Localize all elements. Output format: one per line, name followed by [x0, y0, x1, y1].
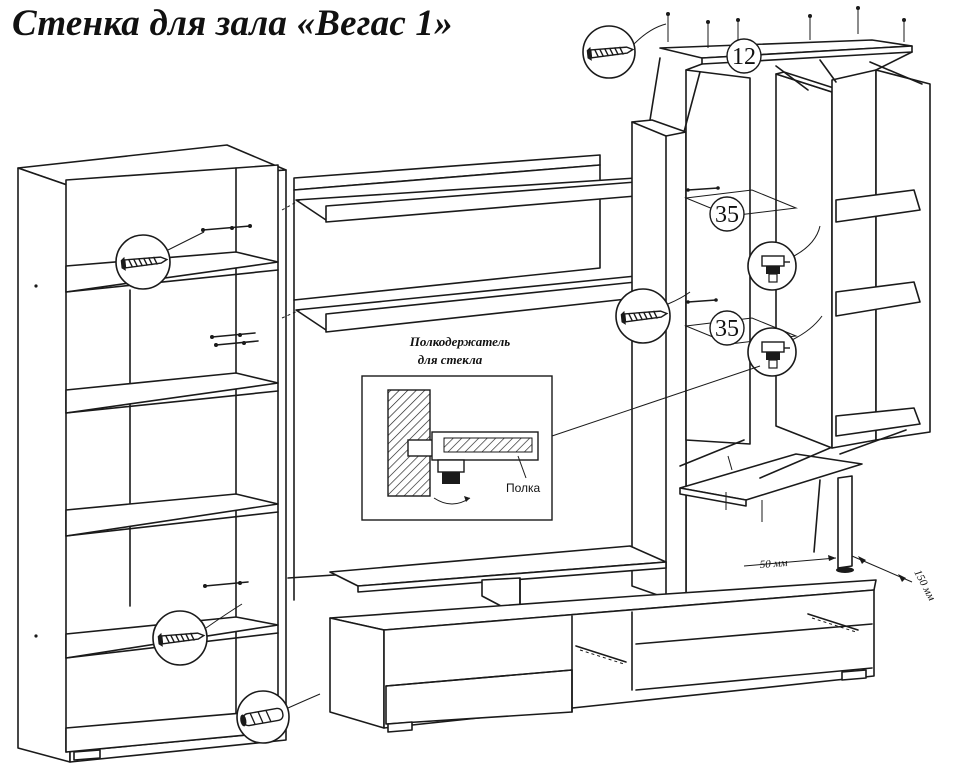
- screw-callout-center: [615, 288, 691, 344]
- center-side-panel: [631, 119, 687, 599]
- svg-text:35: 35: [715, 202, 739, 228]
- glass-holder-callout-lower: [747, 315, 823, 377]
- glass-holder-inset: Полкодержатель для стекла Полка: [361, 334, 761, 521]
- inset-shelf-label: Полка: [506, 481, 541, 495]
- tv-desk-shelf: [329, 545, 667, 617]
- dimension-50mm: 50 мм: [759, 557, 788, 571]
- part-number-12: 12: [726, 38, 762, 74]
- dowel-icon: [240, 707, 284, 727]
- svg-text:12: 12: [732, 44, 756, 70]
- drawer-slide-left: [575, 645, 627, 665]
- glass-holder-callout-upper: [747, 225, 821, 291]
- support-leg: [813, 475, 854, 573]
- left-bookcase-fasteners: [201, 224, 259, 588]
- screw-callout-left-lower: [152, 603, 243, 666]
- screw-callout-left-upper: [115, 231, 205, 290]
- drawer-slide-right: [807, 613, 859, 633]
- inset-caption-line2: для стекла: [418, 352, 483, 367]
- svg-text:35: 35: [715, 316, 739, 342]
- bottom-tv-cabinet: [329, 579, 877, 733]
- part-number-35-lower: 35: [709, 310, 745, 346]
- dimension-150mm: 150 мм: [911, 568, 937, 603]
- rotation-arrow-icon: [433, 496, 471, 505]
- glass-holder-icon: [761, 255, 790, 283]
- page-title: Стенка для зала «Вегас 1»: [12, 3, 453, 44]
- upper-right-cabinet: [649, 6, 931, 522]
- screw-callout-top: [582, 23, 667, 79]
- glass-holder-icon: [761, 341, 790, 369]
- part-number-35-upper: 35: [709, 196, 745, 232]
- wall-shelf-unit: [281, 154, 637, 333]
- inset-caption-line1: Полкодержатель: [409, 334, 511, 349]
- dowel-callout: [236, 690, 321, 744]
